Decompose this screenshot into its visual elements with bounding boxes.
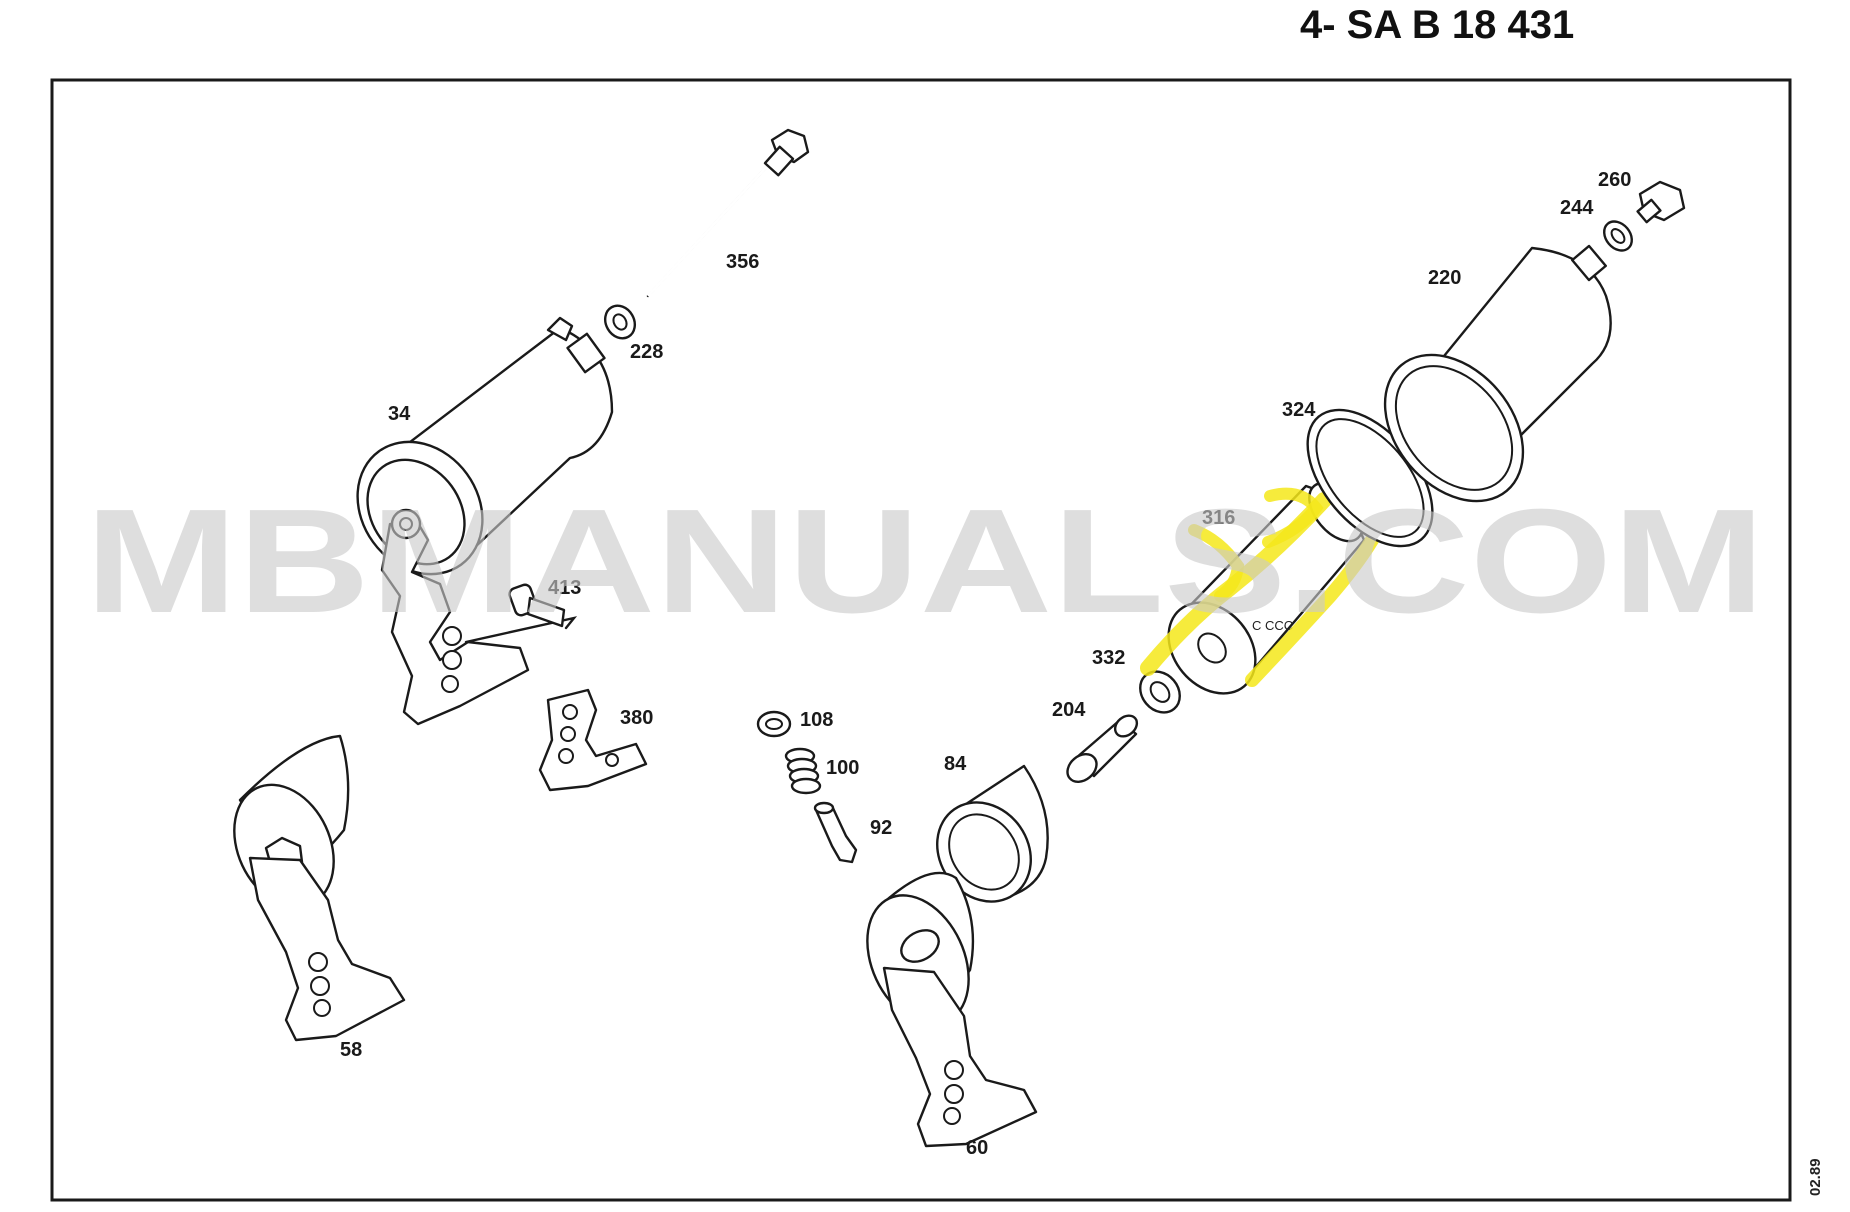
diagram-frame	[50, 78, 1792, 1202]
highlight-marks	[1140, 487, 1379, 687]
bowl-assembly-60[interactable]	[848, 871, 1038, 1148]
label-204: 204	[1052, 699, 1086, 721]
filter-markings: C CCC	[1252, 618, 1293, 633]
label-34: 34	[388, 403, 411, 425]
bowl-assembly-58[interactable]	[215, 734, 406, 1042]
label-380: 380	[620, 707, 653, 729]
date-code: 02.89	[1807, 1158, 1824, 1196]
washer-228[interactable]	[599, 300, 640, 343]
filter-housing-34[interactable]	[332, 316, 614, 726]
label-108: 108	[800, 709, 833, 731]
nipple-204[interactable]	[1062, 711, 1141, 787]
label-60: 60	[966, 1137, 988, 1159]
seal-332[interactable]	[1132, 664, 1188, 721]
label-58: 58	[340, 1039, 362, 1061]
plate-380[interactable]	[538, 688, 648, 792]
seal-cone-84[interactable]	[918, 764, 1050, 920]
label-220: 220	[1428, 267, 1461, 289]
spring-100[interactable]	[784, 747, 822, 795]
label-244: 244	[1560, 197, 1594, 219]
label-332: 332	[1092, 647, 1125, 669]
label-92: 92	[870, 817, 892, 839]
label-84: 84	[944, 753, 967, 775]
filter-housing-220[interactable]	[1357, 244, 1612, 528]
washer-244[interactable]	[1599, 216, 1638, 256]
diagram-code: 4- SA B 18 431	[1300, 3, 1574, 47]
label-324: 324	[1282, 399, 1316, 421]
watermark: MBMANUALS.COM	[85, 479, 1765, 644]
label-100: 100	[826, 757, 859, 779]
part-labels: 356 228 34 413 380 58 108 100 92 84 60 2…	[340, 169, 1631, 1159]
plug-260[interactable]	[1636, 180, 1686, 224]
label-413: 413	[548, 577, 581, 599]
seal-108[interactable]	[756, 710, 792, 738]
valve-92[interactable]	[813, 801, 858, 864]
label-228: 228	[630, 341, 663, 363]
label-356: 356	[726, 251, 759, 273]
bolt-356[interactable]	[646, 128, 810, 298]
label-316: 316	[1202, 507, 1235, 529]
label-260: 260	[1598, 169, 1631, 191]
screw-413[interactable]	[508, 583, 566, 628]
